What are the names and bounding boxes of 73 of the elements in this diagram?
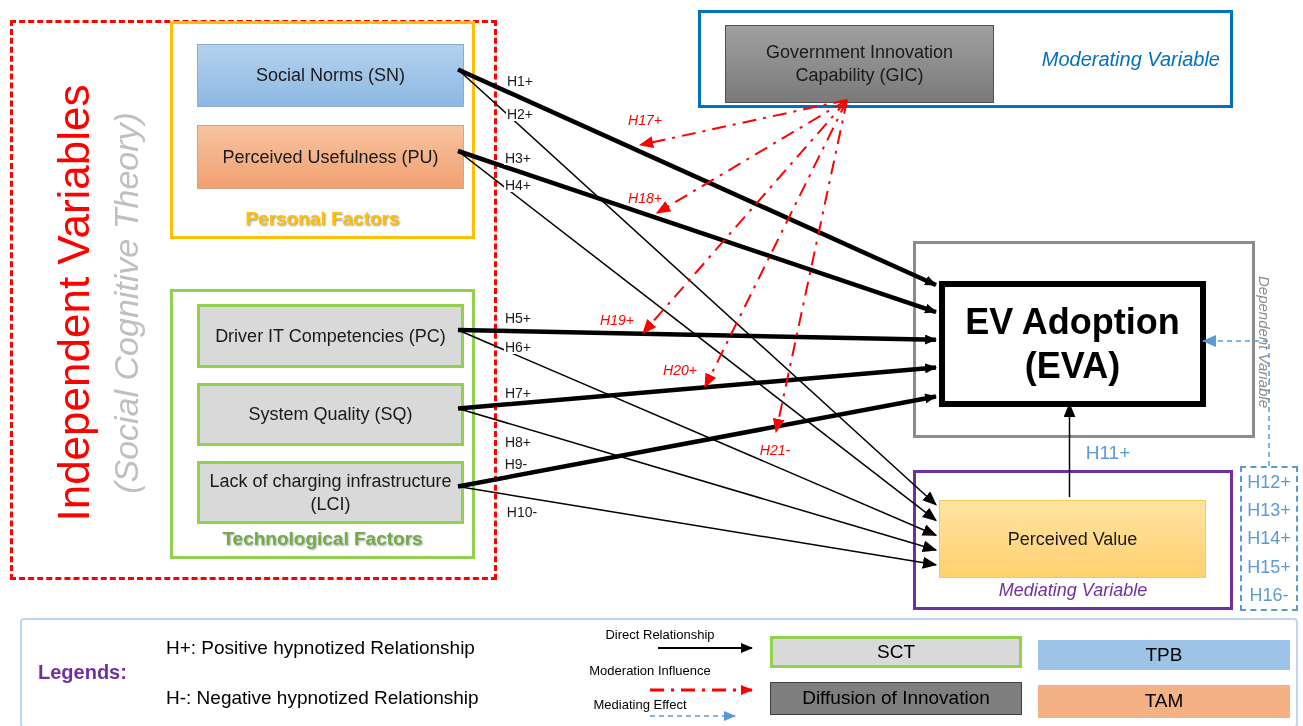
node-text: Perceived Usefulness (PU)	[222, 145, 439, 169]
edge-label: H6+	[503, 340, 533, 354]
arrow	[457, 327, 937, 345]
edge-label: H18+	[627, 191, 663, 205]
arrow	[457, 393, 937, 489]
node-text: System Quality (SQ)	[248, 403, 413, 426]
edge-label: H1+	[505, 74, 535, 88]
arrow	[457, 329, 938, 536]
group-label: Dependent Variable	[1255, 275, 1275, 408]
dashed-arrow	[1201, 335, 1270, 467]
edge-label: H10-	[505, 505, 539, 519]
legend-text: Moderation Influence	[589, 664, 711, 677]
group-subtitle: (Social Cognitive Theory)	[106, 112, 146, 494]
edge-label: H21-	[758, 443, 792, 457]
edge-label: H3+	[503, 151, 533, 165]
edge-label: H19+	[599, 313, 635, 327]
legend-text: TPB	[1145, 642, 1183, 667]
arrow	[457, 148, 937, 315]
hypothesis-label: H12+	[1247, 472, 1291, 493]
arrow	[457, 363, 937, 411]
node-text: Lack of charging infrastructure (LCI)	[208, 469, 453, 516]
group-box	[170, 289, 475, 559]
legend-text: Mediating Effect	[593, 698, 687, 711]
group-label: Technological Factors	[222, 526, 423, 551]
edge-label: H2+	[505, 107, 535, 121]
dashed-arrow	[638, 99, 849, 149]
construct-box	[197, 125, 464, 189]
legend-text: Direct Relationship	[605, 628, 715, 641]
node-text: Social Norms (SN)	[256, 64, 405, 87]
group-label: Mediating Variable	[998, 579, 1148, 602]
arrow	[457, 67, 937, 288]
construct-box	[197, 383, 464, 446]
node-text: Driver IT Competencies (PC)	[215, 324, 446, 348]
hypothesis-label: H16-	[1249, 584, 1289, 605]
group-label: Personal Factors	[245, 206, 400, 231]
legend-text: H+: Positive hypnotized Relationship	[166, 636, 475, 660]
hypothesis-box	[1240, 466, 1298, 611]
arrow	[457, 407, 938, 553]
node-text: EV Adoption (EVA)	[964, 300, 1181, 388]
construct-box	[197, 461, 464, 524]
arrow	[457, 68, 937, 506]
group-title: Independent Variables	[48, 84, 99, 522]
legend-text: H-: Negative hypnotized Relationship	[166, 686, 479, 710]
group-box	[698, 10, 1233, 108]
hypothesis-label: H15+	[1247, 556, 1291, 577]
legend-text: TAM	[1144, 689, 1184, 714]
arrow	[457, 150, 937, 522]
node-text: Government Innovation Capability (GIC)	[764, 41, 955, 87]
dashed-arrow	[704, 99, 849, 389]
group-box	[170, 21, 475, 239]
edge-label: H8+	[503, 435, 533, 449]
edge-label: H4+	[503, 178, 533, 192]
legend-title: Legends:	[38, 660, 127, 685]
group-label: Moderating Variable	[1041, 47, 1220, 72]
construct-box	[197, 304, 464, 368]
construct-box	[725, 25, 994, 103]
arrow	[457, 485, 938, 569]
edge-label: H7+	[503, 386, 533, 400]
legend-text: SCT	[877, 639, 915, 664]
node-text: Perceived Value	[1007, 527, 1138, 551]
group-box	[10, 20, 497, 580]
edge-label: H9-	[503, 457, 529, 471]
construct-box	[197, 44, 464, 107]
edge-label: H5+	[503, 311, 533, 325]
edge-label: H17+	[627, 113, 663, 127]
legend-text: Diffusion of Innovation	[802, 686, 990, 711]
dashed-arrow	[772, 99, 849, 434]
hypothesis-label: H13+	[1247, 500, 1291, 521]
construct-box	[939, 500, 1206, 578]
group-box	[913, 470, 1233, 610]
edge-label: H20+	[662, 363, 698, 377]
hypothesis-label: H14+	[1247, 528, 1291, 549]
construct-box	[939, 281, 1206, 407]
